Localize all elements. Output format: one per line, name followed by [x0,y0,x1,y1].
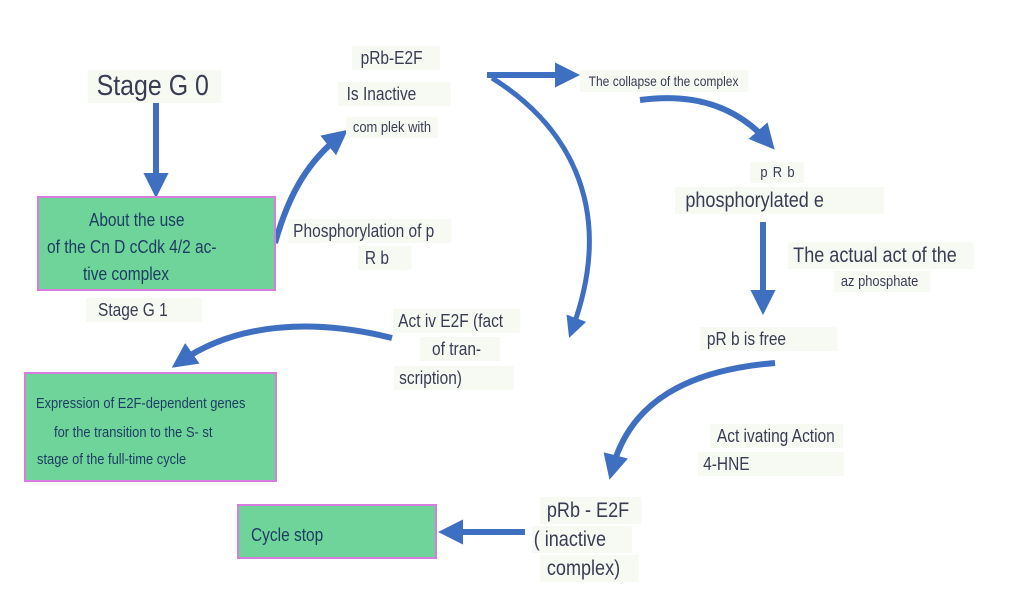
cycle-stop-label: Cycle stop [251,525,324,545]
node-cycle-stop-box: Cycle stop [237,504,437,559]
prb-e2f-top-line-1: pRb-E2F [352,46,440,70]
cyclin-box-line-2: of the Cn D cCdk 4/2 ac- [47,237,217,257]
prb-e2f-bottom-line-2: ( inactive [532,526,632,553]
node-expression-box: Expression of E2F-dependent genes for th… [24,372,277,482]
arrow-active-e2f-to-expression [171,323,393,368]
cyclin-box-line-1: About the use [89,210,185,230]
arrow-collapse-to-prb-phos [639,95,775,150]
node-collapse: The collapse of the complex [580,70,749,92]
prb-phos-line-2: phosphorylated e [675,187,885,214]
node-stage-g1: Stage G 1 [86,298,203,322]
arrow-prb-e2f-to-active-e2f [490,75,592,338]
expression-box-line-3: stage of the full-time cycle [37,451,187,468]
arrow-cyclin-to-prb-e2f [272,129,348,244]
hne-line-2: 4-HNE [698,452,845,476]
node-cyclin-box: About the use of the Cn D cCdk 4/2 ac- t… [37,196,276,291]
prb-phos-line-1: p R b [750,162,805,183]
prb-e2f-top-line-2: Is Inactive [338,82,451,106]
expression-box-line-2: for the transition to the S- st [54,424,213,441]
hne-line-1: Act ivating Action [710,424,844,448]
active-e2f-line-3: scription) [394,366,514,390]
phosphorylation-line-2: R b [358,246,412,270]
active-e2f-line-2: of tran- [420,337,501,361]
node-prb-free: pR b is free [700,327,838,351]
phosphorylation-line-1: Phosphorylation of p [288,219,452,243]
prb-e2f-top-line-3: com plek with [346,117,438,138]
active-e2f-line-1: Act iv E2F (fact [393,309,521,333]
node-stage-g0: Stage G 0 [88,70,221,103]
prb-e2f-bottom-line-3: complex) [540,555,640,582]
expression-box-line-1: Expression of E2F-dependent genes [36,395,246,412]
phosphatase-line-2: az phosphate [834,271,931,292]
prb-e2f-bottom-line-1: pRb - E2F [540,497,642,524]
cyclin-box-line-3: tive complex [83,264,170,284]
arrow-free-to-prb-e2f-bottom [603,360,776,480]
phosphatase-line-1: The actual act of the [788,242,975,269]
